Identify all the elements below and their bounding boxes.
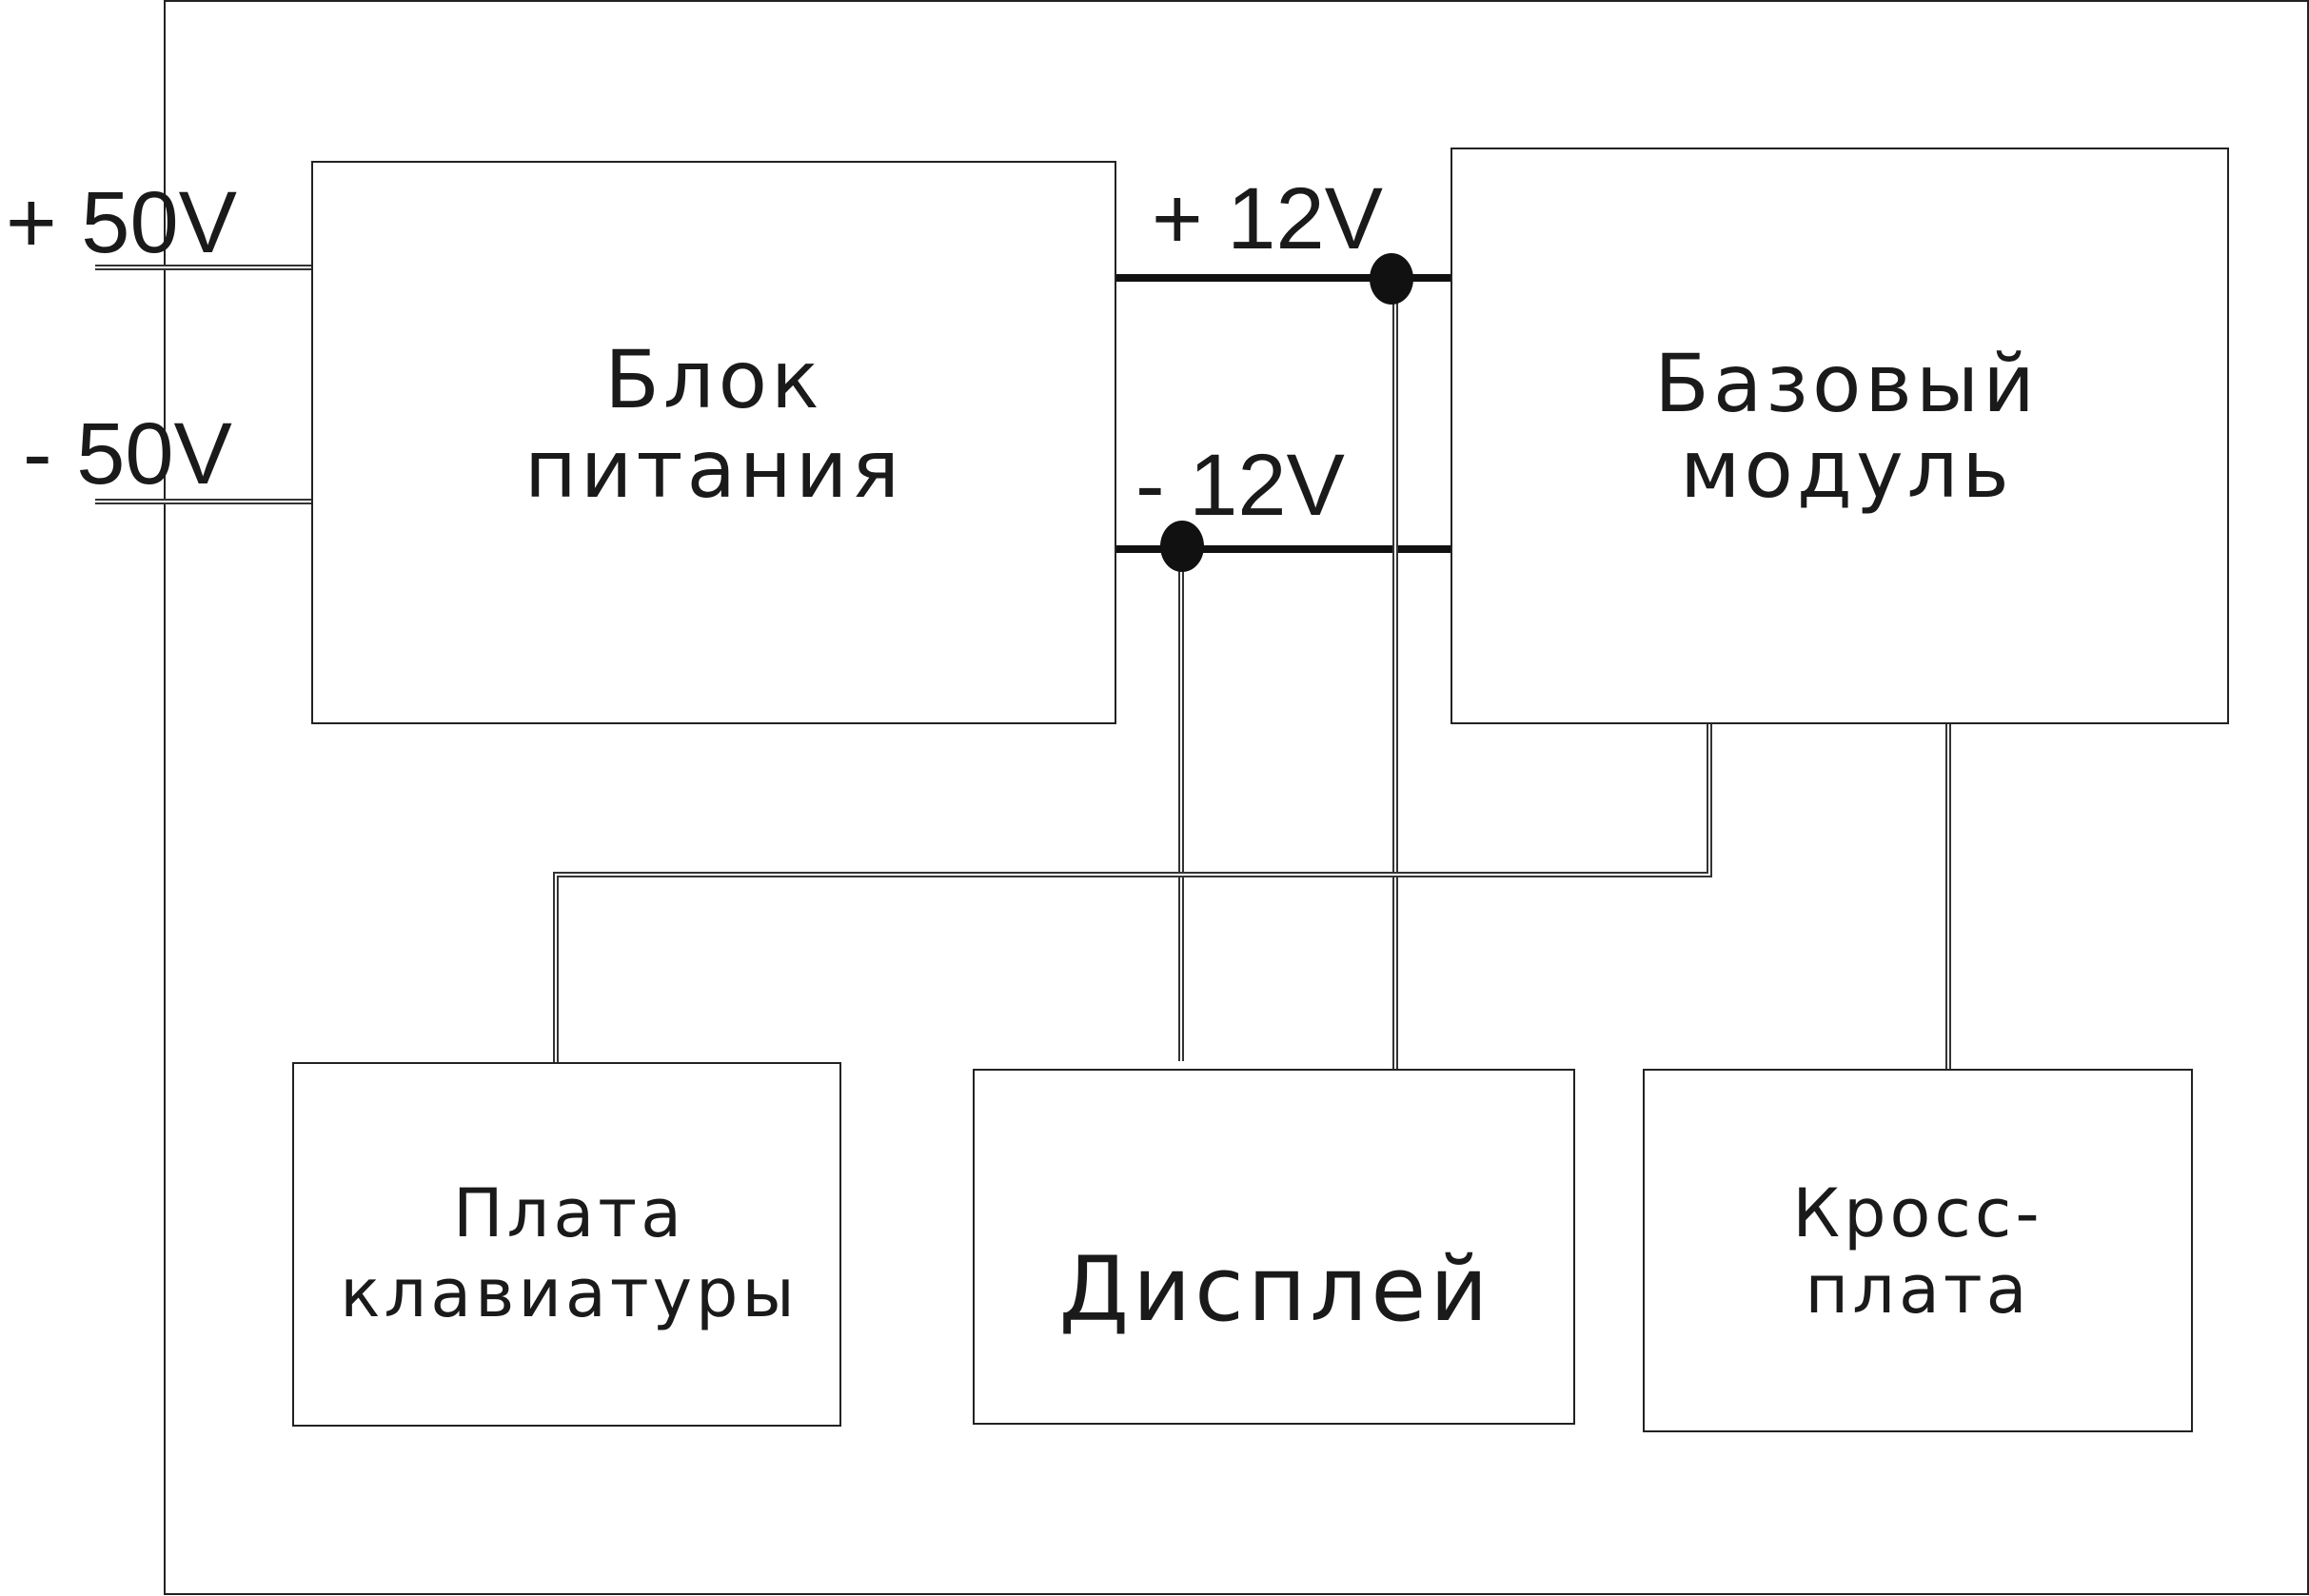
display-label: Дисплей (1059, 1238, 1492, 1342)
cross-board-block: Кросс- плата (1643, 1069, 2193, 1432)
display-block: Дисплей (973, 1069, 1575, 1425)
power-supply-label-line1: Блок (604, 333, 822, 426)
power-supply-label-line2: питания (524, 423, 903, 516)
label-plus-50v: + 50V (6, 174, 237, 271)
keyboard-board-label-line1: Плата (453, 1174, 685, 1252)
keyboard-board-block: Плата клавиатуры (292, 1062, 841, 1427)
power-supply-block: Блок питания (311, 161, 1116, 724)
junction-plus-12v (1370, 253, 1413, 305)
junction-minus-12v (1160, 521, 1204, 572)
cross-board-label-line1: Кросс- (1792, 1174, 2043, 1252)
outer-frame (164, 0, 2309, 1595)
cross-board-label-line2: плата (1805, 1251, 2030, 1329)
wire-base-to-keyboard (553, 722, 1712, 1063)
keyboard-board-label-line2: клавиатуры (340, 1254, 798, 1332)
base-module-label-line1: Базовый (1654, 337, 2039, 430)
label-plus-12v: + 12V (1152, 170, 1383, 267)
base-module-label-line2: модуль (1680, 423, 2013, 516)
label-minus-50v: - 50V (23, 405, 232, 502)
base-module-block: Базовый модуль (1451, 148, 2229, 724)
label-minus-12v: - 12V (1135, 437, 1345, 534)
